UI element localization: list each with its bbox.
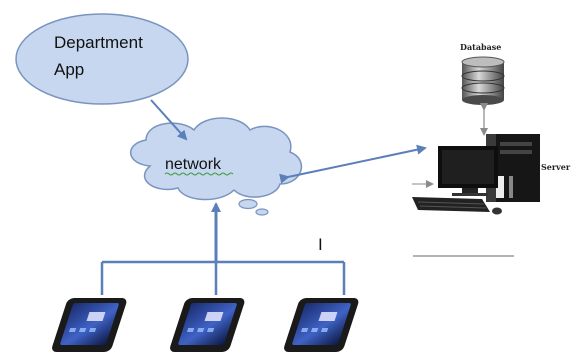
database-label: Database [460,42,502,52]
tablet-icon [284,298,359,352]
keyboard-icon [412,197,490,212]
server-label: Server [541,162,571,172]
monitor-icon [438,146,498,196]
database-cylinder-icon [461,56,505,105]
spellcheck-underline [164,172,234,176]
stray-text-mark: I [318,235,323,254]
network-label: network [165,156,222,173]
mouse-icon [492,207,502,215]
network-server-arrow [279,144,427,184]
app-to-network-arrow [150,99,188,141]
department-app-label-line2: App [54,60,85,79]
tablet-icon [52,298,127,352]
department-app-label-line1: Department [54,33,143,52]
tablet-icon [170,298,245,352]
department-app-bubble [15,13,189,105]
